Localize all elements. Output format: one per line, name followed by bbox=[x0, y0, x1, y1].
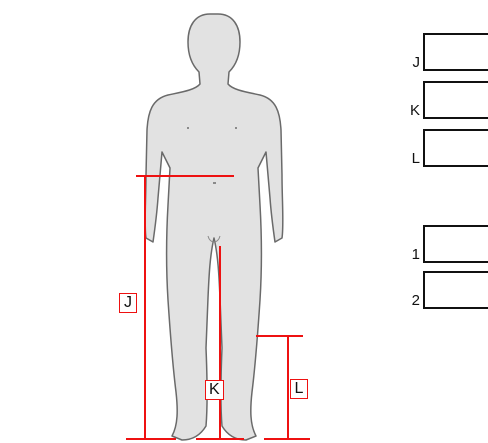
l-input[interactable] bbox=[423, 129, 488, 167]
k-input[interactable] bbox=[423, 81, 488, 119]
field-label-k: K bbox=[409, 102, 420, 119]
measure-label-j: J bbox=[119, 293, 137, 313]
measure-label-l: L bbox=[290, 379, 308, 399]
measure-line-l bbox=[256, 335, 310, 440]
field-label-l: L bbox=[411, 150, 420, 167]
measure-line-j bbox=[126, 175, 234, 440]
measurement-field-2: 2 bbox=[392, 271, 488, 313]
body-figure-panel: J K L bbox=[119, 13, 310, 441]
measurement-field-j: J bbox=[392, 33, 488, 75]
field-label-2: 2 bbox=[411, 292, 420, 309]
measure-line-k bbox=[196, 246, 244, 440]
body-figure bbox=[126, 13, 310, 441]
field-1-input[interactable] bbox=[423, 225, 488, 263]
measurement-field-k: K bbox=[392, 81, 488, 123]
body-detail-marks bbox=[187, 127, 237, 184]
measure-label-k: K bbox=[205, 380, 224, 400]
field-2-input[interactable] bbox=[423, 271, 488, 309]
body-silhouette bbox=[144, 13, 284, 441]
measurement-field-1: 1 bbox=[392, 225, 488, 267]
field-label-j: J bbox=[412, 54, 421, 71]
body-detail-hip-line bbox=[207, 235, 221, 243]
field-label-1: 1 bbox=[411, 246, 420, 263]
j-input[interactable] bbox=[423, 33, 488, 71]
measurement-field-l: L bbox=[392, 129, 488, 171]
